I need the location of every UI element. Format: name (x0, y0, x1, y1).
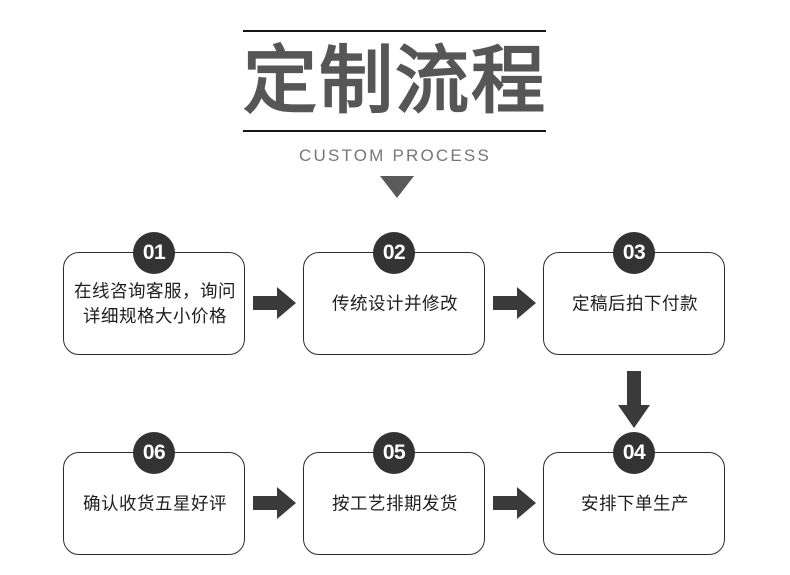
step-box-05: 05 按工艺排期发货 (303, 432, 485, 555)
triangle-down-icon (380, 176, 414, 198)
step-label-02: 传统设计并修改 (332, 293, 458, 313)
step-box-03: 03 定稿后拍下付款 (543, 232, 725, 355)
step-badge-04: 04 (613, 432, 655, 474)
step-badge-06: 06 (133, 432, 175, 474)
arrow-right-icon-01-to-02 (253, 286, 297, 320)
step-label-06: 确认收货五星好评 (83, 493, 227, 513)
step-box-01: 01 在线咨询客服，询问 详细规格大小价格 (63, 232, 245, 355)
step-box-02: 02 传统设计并修改 (303, 232, 485, 355)
step-label-05: 按工艺排期发货 (332, 493, 458, 513)
page-title: 定制流程 (243, 39, 547, 122)
page-subtitle: CUSTOM PROCESS (298, 146, 491, 165)
step-badge-02: 02 (373, 232, 415, 274)
header: 定制流程 CUSTOM PROCESS (0, 0, 790, 210)
step-box-04: 04 安排下单生产 (543, 432, 725, 555)
step-label-03: 定稿后拍下付款 (572, 293, 698, 313)
step-badge-05: 05 (373, 432, 415, 474)
step-box-06: 06 确认收货五星好评 (63, 432, 245, 555)
step-badge-01: 01 (133, 232, 175, 274)
title-rule-block: 定制流程 (243, 30, 546, 132)
step-badge-03: 03 (613, 232, 655, 274)
arrow-right-icon-05-to-04 (493, 486, 537, 520)
arrow-right-icon-02-to-03 (493, 286, 537, 320)
arrow-right-icon-06-to-05 (253, 486, 297, 520)
step-label-01: 在线咨询客服，询问 详细规格大小价格 (74, 280, 236, 326)
step-label-04: 安排下单生产 (581, 493, 689, 513)
arrow-down-icon-03-to-04 (617, 371, 651, 429)
